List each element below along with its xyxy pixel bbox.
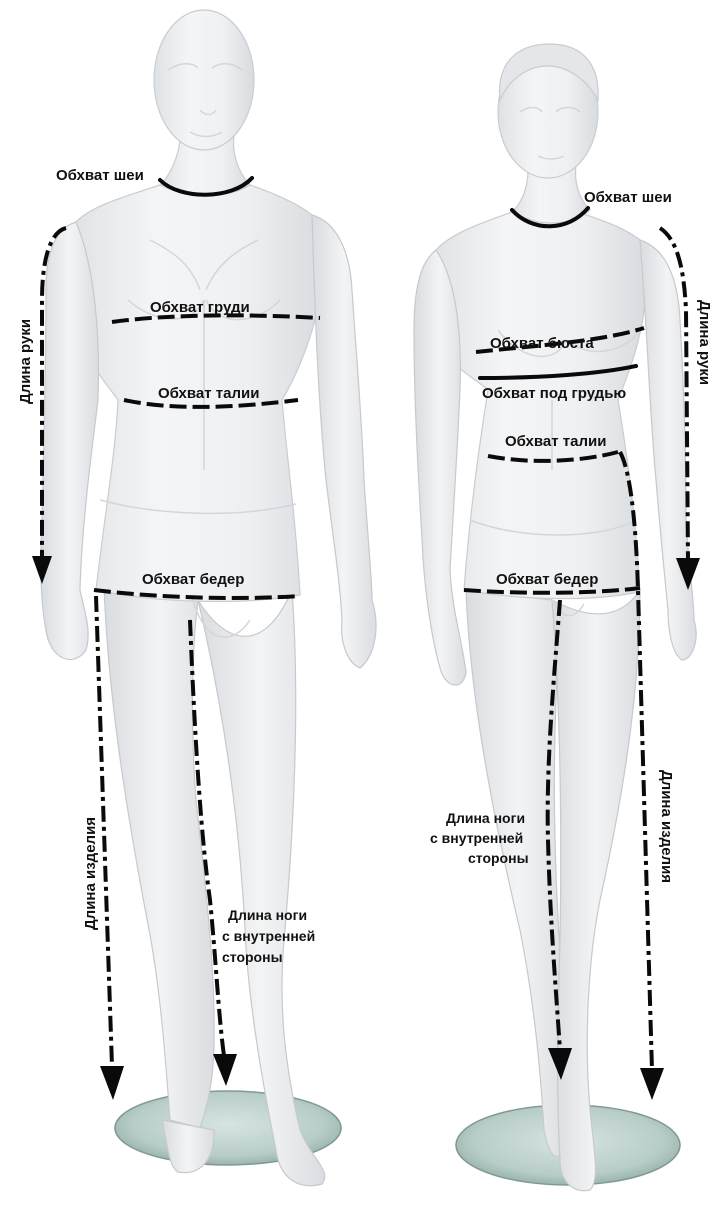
female-garment-length-label: Длина изделия [658, 770, 675, 883]
female-inseam-label-1: Длина ноги [446, 810, 525, 826]
male-left-leg [104, 585, 214, 1128]
female-waist-label: Обхват талии [505, 433, 606, 450]
male-garment-length-label: Длина изделия [82, 817, 99, 930]
female-mannequin: Обхват шеи Обхват бюста Обхват под грудь… [414, 44, 712, 1191]
female-inseam-label-2: с внутренней [430, 830, 523, 846]
male-hips-label: Обхват бедер [142, 571, 244, 588]
male-left-arm [41, 222, 99, 660]
male-head [154, 10, 254, 150]
male-inseam-label-3: стороны [222, 949, 283, 965]
male-neck-label: Обхват шеи [56, 167, 144, 184]
female-right-leg [552, 590, 640, 1191]
male-inseam-label-2: с внутренней [222, 928, 315, 944]
male-mannequin: Обхват шеи Обхват груди Обхват талии Обх… [17, 10, 376, 1186]
male-right-arm [312, 215, 376, 668]
female-inseam-label-3: стороны [468, 850, 529, 866]
female-arm-length-label: Длина руки [696, 300, 712, 385]
male-chest-label: Обхват груди [150, 299, 250, 316]
female-torso [430, 212, 646, 599]
male-inseam-label-1: Длина ноги [228, 907, 307, 923]
female-underbust-label: Обхват под грудью [482, 385, 626, 402]
female-neck-label: Обхват шеи [584, 189, 672, 206]
female-garment-arrow [640, 1068, 664, 1100]
female-right-arm [640, 240, 696, 660]
female-bust-label: Обхват бюста [490, 335, 594, 352]
male-waist-label: Обхват талии [158, 385, 259, 402]
male-inseam-arrow [213, 1054, 237, 1086]
male-garment-arrow [100, 1066, 124, 1100]
male-arm-length-label: Длина руки [17, 319, 34, 404]
female-hips-label: Обхват бедер [496, 571, 598, 588]
